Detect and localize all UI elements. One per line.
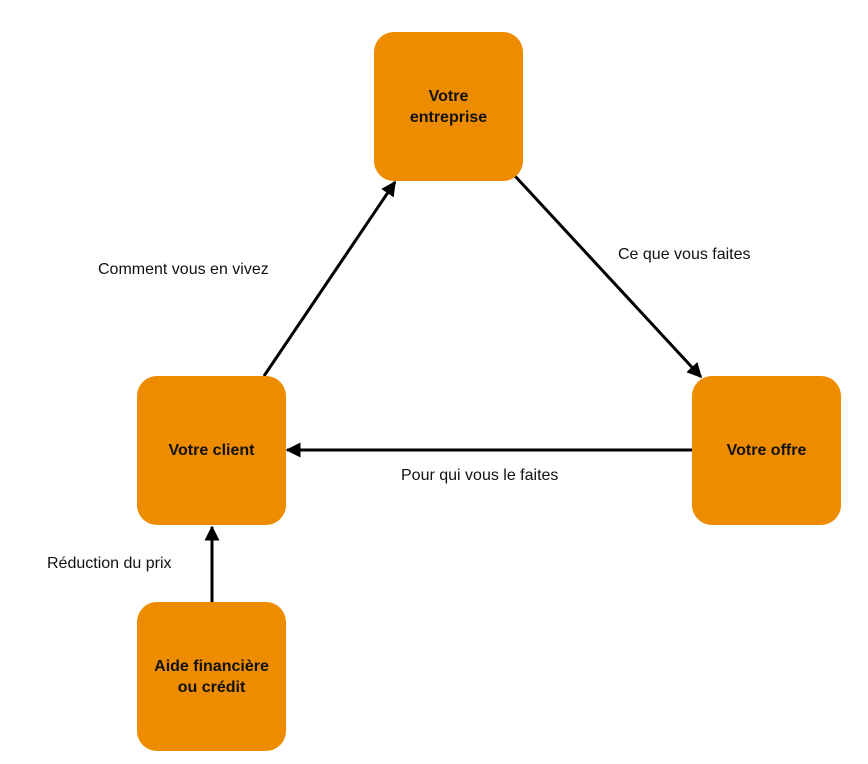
node-votre-entreprise: Votre entreprise (374, 32, 523, 181)
arrow-client-to-entreprise (262, 180, 397, 377)
node-aide-financiere: Aide financière ou crédit (137, 602, 286, 751)
node-votre-offre: Votre offre (692, 376, 841, 525)
edge-label-pour-qui-vous-le-faites: Pour qui vous le faites (401, 467, 559, 484)
arrow-entreprise-to-offre (513, 174, 703, 379)
node-label: Aide financière ou crédit (154, 657, 269, 696)
edge-label-reduction-du-prix: Réduction du prix (47, 555, 172, 572)
edge-label-comment-vous-en-vivez: Comment vous en vivez (98, 261, 269, 278)
node-votre-client: Votre client (137, 376, 286, 525)
node-label: Votre offre (726, 442, 807, 459)
edge-label-ce-que-vous-faites: Ce que vous faites (618, 246, 751, 263)
node-label: Votre entreprise (409, 87, 488, 126)
node-label: Votre client (168, 442, 255, 459)
